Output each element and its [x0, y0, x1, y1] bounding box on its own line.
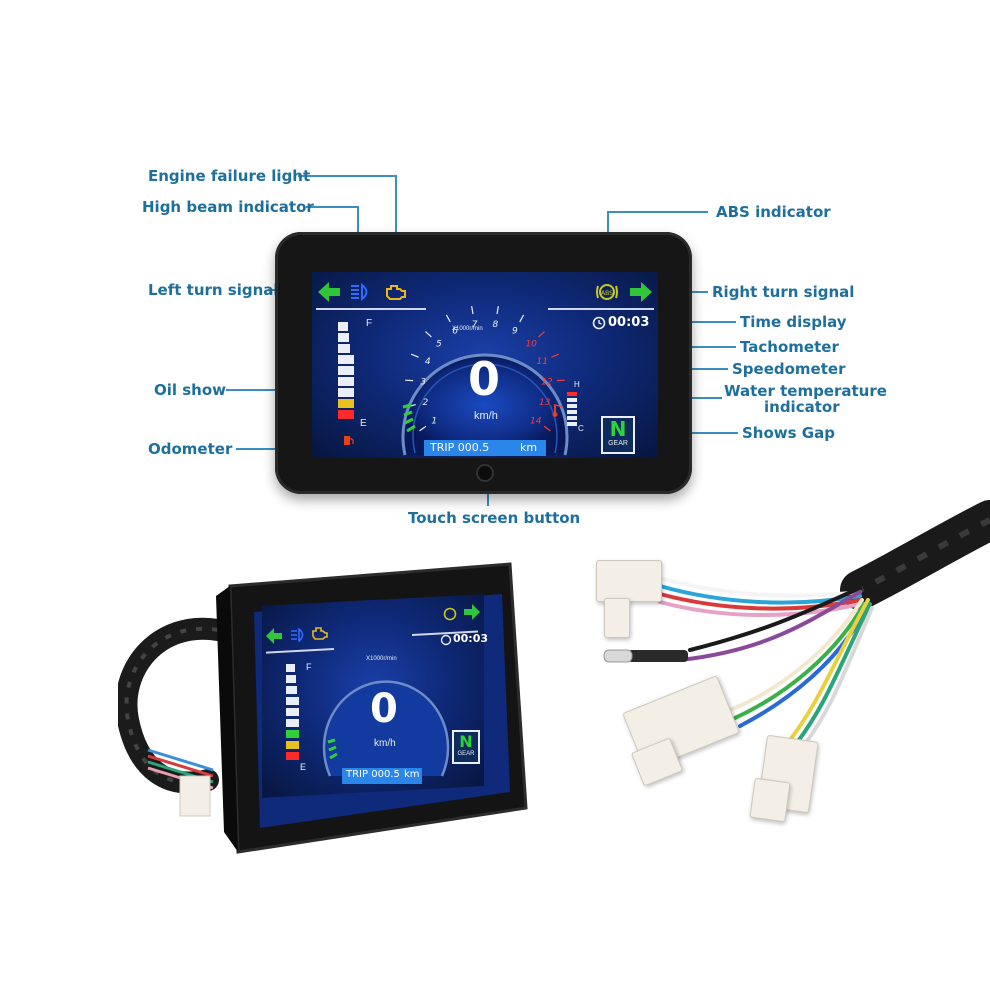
trip-odometer: TRIP 000.5 km	[424, 440, 546, 456]
rpm-tick-label: 10	[525, 340, 537, 350]
thermometer-icon	[552, 405, 558, 417]
clock-text: 00:03	[608, 315, 650, 330]
label-water-temp-1: Water temperature	[724, 382, 887, 400]
speed-unit: km/h	[374, 738, 396, 749]
label-touch-button: Touch screen button	[408, 509, 581, 527]
tachometer-dial	[322, 680, 450, 777]
label-right-turn: Right turn signal	[712, 283, 855, 301]
high-beam-icon	[291, 628, 304, 642]
rpm-tick-label: 9	[512, 327, 518, 337]
right-arrow-icon	[464, 604, 480, 620]
connector-bottom-tab	[749, 777, 791, 823]
gear-value: N	[459, 732, 473, 751]
fuel-full-label: F	[306, 662, 312, 672]
label-time-display: Time display	[740, 313, 847, 331]
svg-text:ABS: ABS	[601, 290, 613, 297]
trip-odometer: TRIP 000.5 km	[342, 768, 422, 784]
rpm-tick	[519, 314, 525, 323]
screen-divider	[548, 308, 654, 310]
rpm-tick-label: 3	[420, 377, 426, 387]
gear-value: N	[609, 417, 627, 441]
rpm-unit: X1000r/min	[452, 326, 483, 332]
clock-text: 00:03	[453, 632, 489, 645]
trip-unit: km	[404, 769, 420, 780]
rpm-tick-label: 1	[431, 417, 437, 427]
rpm-tick	[425, 331, 432, 338]
rpm-tick	[445, 314, 451, 323]
rpm-tick-label: 12	[541, 377, 553, 387]
fuel-empty-label: E	[360, 418, 367, 429]
label-odometer: Odometer	[148, 440, 233, 458]
left-arrow-icon	[318, 282, 340, 302]
rpm-tick-label: 4	[425, 357, 431, 367]
speed-value: 0	[370, 686, 398, 732]
fuel-gauge	[336, 322, 356, 430]
gear-indicator: N GEAR	[601, 416, 635, 454]
label-water-temp-2: indicator	[764, 398, 840, 416]
clock-icon	[592, 316, 606, 330]
temp-hot-label: H	[574, 380, 580, 389]
abs-icon: ABS	[596, 284, 618, 300]
label-abs: ABS indicator	[716, 203, 831, 221]
trip-unit: km	[520, 441, 538, 454]
label-left-turn: Left turn signal	[148, 281, 279, 299]
rpm-tick-label: 5	[436, 340, 442, 350]
abs-icon	[443, 607, 457, 621]
rpm-tick-label: 13	[539, 398, 551, 408]
rpm-tick	[543, 425, 551, 432]
rpm-unit: X1000r/min	[366, 656, 397, 662]
rpm-tick-label: 6	[452, 327, 458, 337]
clock-icon	[440, 634, 452, 646]
gear-label: GEAR	[457, 751, 475, 757]
connector-top	[596, 560, 662, 602]
connector-top-small	[604, 598, 630, 638]
trip-value: TRIP 000.5	[430, 441, 490, 454]
fuel-full-label: F	[366, 318, 373, 329]
rpm-tick	[410, 353, 419, 358]
label-engine-failure: Engine failure light	[148, 167, 311, 185]
trip-value: TRIP 000.5	[346, 769, 400, 780]
water-temp-gauge	[564, 392, 580, 438]
left-arrow-icon	[266, 628, 282, 644]
speed-value: 0	[468, 352, 501, 406]
right-arrow-icon	[630, 282, 652, 302]
rpm-tick-label: 8	[492, 320, 498, 330]
label-shows-gap: Shows Gap	[742, 424, 835, 442]
engine-icon	[312, 627, 328, 640]
rpm-tick	[538, 331, 545, 338]
temp-cold-label: C	[578, 424, 584, 433]
rpm-tick	[419, 425, 427, 432]
gear-label: GEAR	[608, 440, 628, 447]
fuel-gauge	[284, 664, 302, 774]
rpm-green-zone	[327, 738, 338, 760]
touch-screen-button[interactable]	[476, 464, 494, 482]
engine-icon	[386, 285, 406, 300]
rpm-tick-label: 2	[422, 398, 428, 408]
rpm-tick-label: 14	[530, 417, 542, 427]
wiring-harness	[603, 500, 990, 750]
label-speedometer: Speedometer	[732, 360, 846, 378]
gear-indicator: N GEAR	[452, 730, 480, 764]
rpm-green-zone	[402, 403, 416, 433]
rpm-tick	[471, 306, 474, 315]
rpm-tick	[551, 353, 560, 358]
rpm-tick	[496, 306, 499, 315]
label-high-beam: High beam indicator	[142, 198, 314, 216]
label-tachometer: Tachometer	[740, 338, 839, 356]
rpm-tick-label: 7	[472, 320, 478, 330]
high-beam-icon	[351, 283, 368, 301]
screen-divider	[316, 308, 426, 310]
rpm-tick-label: 11	[536, 357, 547, 367]
fuel-pump-icon	[344, 436, 354, 445]
cable-loop	[118, 617, 229, 817]
label-oil-show: Oil show	[154, 381, 227, 399]
speed-unit: km/h	[474, 410, 498, 422]
rpm-tick	[554, 403, 563, 408]
fuel-empty-label: E	[300, 762, 307, 772]
